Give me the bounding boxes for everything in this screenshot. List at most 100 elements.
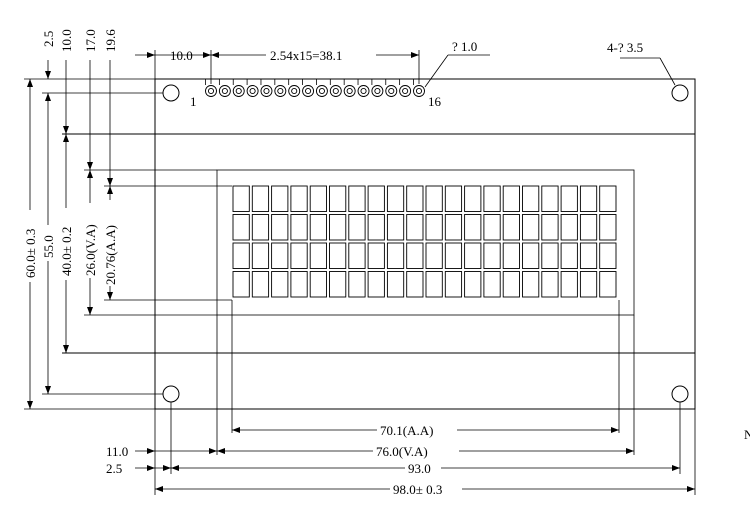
- width-va-arrow-left: [217, 448, 225, 454]
- character-cell: [367, 242, 385, 269]
- connector-pin-hole: [249, 87, 256, 95]
- character-cell: [290, 185, 308, 212]
- pin-hole-label: ? 1.0: [452, 39, 477, 54]
- character-cell: [502, 185, 520, 212]
- character-cell: [599, 271, 617, 298]
- connector-pin-hole: [263, 87, 270, 95]
- connector-pin-hole: [305, 87, 312, 95]
- character-cell: [271, 242, 289, 269]
- character-cell: [483, 242, 501, 269]
- left-11-label: 11.0: [106, 444, 128, 459]
- connector-pin-hole: [346, 87, 353, 95]
- character-cell: [444, 242, 463, 269]
- character-cell: [348, 242, 366, 269]
- height-55-label: 55.0: [41, 235, 56, 258]
- connector-pin-row: [205, 79, 425, 97]
- connector-pin-hole: [235, 87, 242, 95]
- character-cell: [232, 242, 250, 269]
- character-cell: [329, 242, 347, 269]
- height-va-arrow-bottom: [87, 307, 93, 315]
- top-19-6-arrow: [107, 178, 113, 186]
- pin-pitch-arrow-right: [411, 52, 419, 58]
- character-cell: [348, 214, 366, 241]
- character-cell: [541, 271, 559, 298]
- character-cell-grid: [232, 185, 617, 298]
- character-cell: [560, 271, 578, 298]
- character-cell: [560, 214, 578, 241]
- character-cell: [464, 242, 482, 269]
- left-2-5-arrow: [147, 465, 155, 471]
- left-2-5-arrow2: [163, 465, 171, 471]
- character-cell: [232, 271, 250, 298]
- mount-hole-bottom-left: [162, 385, 180, 403]
- viewing-area: [216, 169, 635, 316]
- character-cell: [251, 214, 270, 241]
- height-40-arrow-top: [63, 134, 69, 142]
- connector-pin-hole: [374, 87, 381, 95]
- character-cell: [444, 271, 463, 298]
- height-va-label: 26.0(V.A): [83, 224, 98, 276]
- height-60-arrow-top: [27, 79, 33, 87]
- connector-pin-hole: [415, 87, 423, 95]
- character-cell: [579, 271, 598, 298]
- character-cell: [329, 271, 347, 298]
- width-aa-arrow-right: [611, 427, 619, 433]
- connector-pin-hole: [221, 87, 228, 95]
- character-cell: [290, 242, 308, 269]
- connector-pin-hole: [277, 87, 284, 95]
- top-19-6-label: 19.6: [103, 29, 118, 52]
- character-cell: [464, 185, 482, 212]
- connector-pin-hole: [207, 87, 215, 95]
- mount-hole-label: 4-? 3.5: [607, 40, 643, 55]
- left-11-arrow2: [209, 448, 217, 454]
- pin-last-label: 16: [428, 94, 442, 109]
- character-cell: [232, 185, 250, 212]
- character-cell: [406, 271, 424, 298]
- character-cell: [348, 271, 366, 298]
- connector-pin-hole: [291, 87, 298, 95]
- left-2-5-label: 2.5: [106, 461, 122, 476]
- width-98-arrow-left: [155, 486, 163, 492]
- height-aa-arrow-top: [107, 186, 113, 194]
- pin-offset-label: 10.0: [170, 48, 193, 63]
- character-cell: [483, 271, 501, 298]
- height-60-label: 60.0± 0.3: [23, 229, 38, 278]
- character-cell: [599, 242, 617, 269]
- mount-hole-top-right: [671, 84, 689, 102]
- character-cell: [483, 185, 501, 212]
- top-2-5-arrow: [45, 71, 51, 79]
- width-93-arrow-left: [171, 465, 179, 471]
- connector-pin-hole: [318, 87, 325, 95]
- width-93-label: 93.0: [408, 461, 431, 476]
- top-2-5-label: 2.5: [41, 31, 56, 47]
- character-cell: [483, 214, 501, 241]
- height-aa-label: 20.76(A.A): [103, 225, 118, 285]
- character-cell: [425, 242, 443, 269]
- character-cell: [329, 185, 347, 212]
- character-cell: [386, 271, 405, 298]
- character-cell: [251, 242, 270, 269]
- mount-hole-top-left: [162, 84, 180, 102]
- height-40-arrow-bottom: [63, 345, 69, 353]
- character-cell: [271, 185, 289, 212]
- width-va-label: 76.0(V.A): [376, 444, 428, 459]
- character-cell: [386, 214, 405, 241]
- pin-pitch-label: 2.54x15=38.1: [270, 48, 342, 63]
- character-cell: [386, 185, 405, 212]
- width-93-arrow-right: [672, 465, 680, 471]
- character-cell: [560, 242, 578, 269]
- connector-pin-hole: [332, 87, 339, 95]
- character-cell: [309, 271, 327, 298]
- character-cell: [348, 185, 366, 212]
- character-cell: [367, 271, 385, 298]
- connector-pin-hole: [360, 87, 367, 95]
- character-cell: [271, 214, 289, 241]
- character-cell: [522, 185, 540, 212]
- character-cell: [579, 242, 598, 269]
- character-cell: [251, 185, 270, 212]
- character-cell: [444, 214, 463, 241]
- left-11-arrow: [147, 448, 155, 454]
- character-cell: [541, 242, 559, 269]
- character-cell: [502, 242, 520, 269]
- character-cell: [386, 242, 405, 269]
